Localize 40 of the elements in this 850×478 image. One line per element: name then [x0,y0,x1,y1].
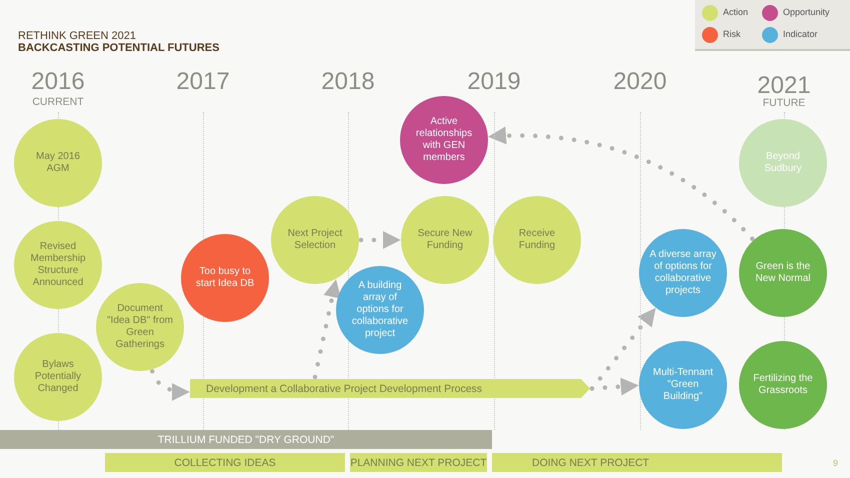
year-heading: 2018 [321,68,375,96]
funding-bar: TRILLIUM FUNDED "DRY GROUND" [0,430,492,449]
action-circle: Bylaws Potentially Changed [14,333,102,421]
legend-label: Indicator [783,29,818,39]
year-heading: 2021 [757,72,811,99]
year-heading: 2016 [31,68,85,96]
future-circle: Green is the New Normal [739,229,827,317]
action-circle: Next Project Selection [271,196,359,284]
action-circle: Document "Idea DB" from Green Gatherings [96,283,184,371]
period-label: FUTURE [762,97,806,109]
year-heading: 2020 [613,68,667,96]
dotted-arrow [590,307,657,391]
page-number: 9 [833,458,838,468]
action-circle: Secure New Funding [401,196,489,284]
phase-bar: COLLECTING IDEAS [105,453,345,472]
dotted-arrow [488,127,754,242]
indicator-circle: Multi-Tennant "Green Building" [639,341,727,429]
dotted-arrow [312,278,342,380]
action-circle: Revised Membership Structure Announced [14,221,102,309]
indicator-circle: A diverse array of options for collaborative projects [639,229,727,317]
year-heading: 2019 [467,68,521,96]
action-circle: Receive Funding [493,196,581,284]
phase-bar: DOING NEXT PROJECT [492,453,782,472]
subtitle: BACKCASTING POTENTIAL FUTURES [18,42,220,54]
year-heading: 2017 [176,68,230,96]
risk-circle: Too busy to start Idea DB [181,234,269,322]
future-circle: Fertilizing the Grassroots [739,341,827,429]
period-label: CURRENT [32,96,84,108]
process-arrow-band: Development a Collaborative Project Development Process [190,379,590,398]
phase-bar: PLANNING NEXT PROJECT [350,453,487,472]
opportunity-circle: Active relationships with GEN members [400,96,488,184]
legend-label: Action [723,7,748,17]
dotted-arrow [358,231,402,249]
legend-label: Risk [723,29,740,39]
action-circle: May 2016 AGM [14,119,102,207]
dotted-arrow [150,369,190,401]
legend-label: Opportunity [783,7,830,17]
future-circle: Beyond Sudbury [739,119,827,207]
title: RETHINK GREEN 2021 [18,30,136,42]
indicator-circle: A building array of options for collaborative project [336,266,424,354]
